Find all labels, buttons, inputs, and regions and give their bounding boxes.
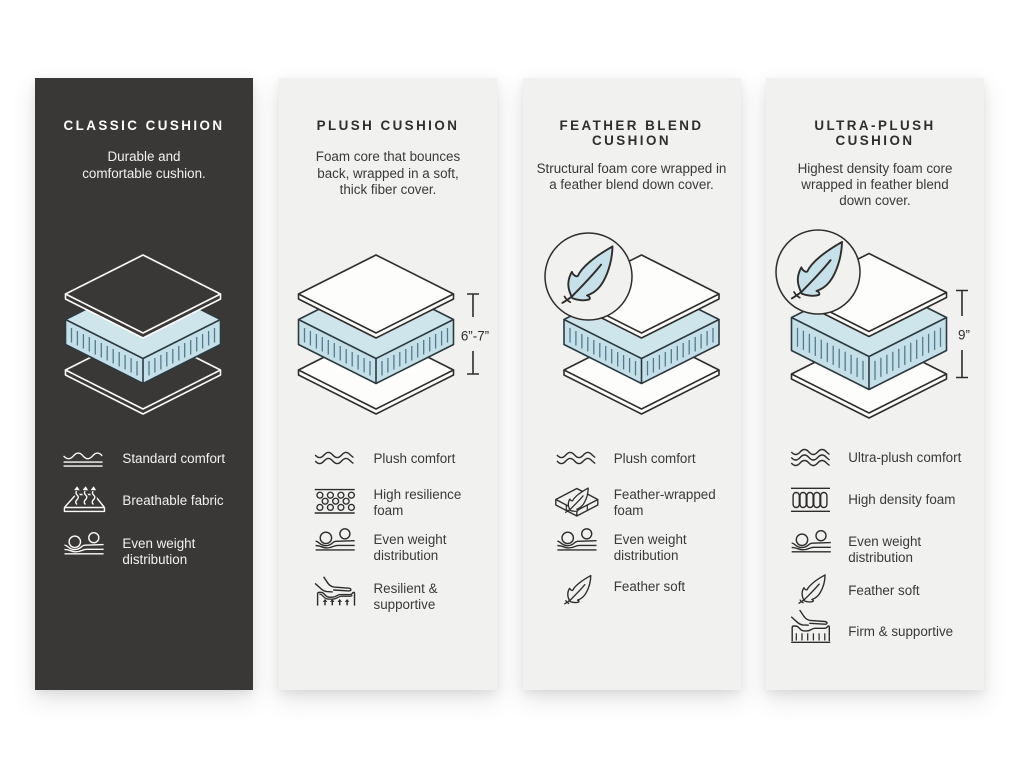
svg-text:6”-7”: 6”-7” [461,328,489,343]
svg-text:9”: 9” [958,327,970,342]
